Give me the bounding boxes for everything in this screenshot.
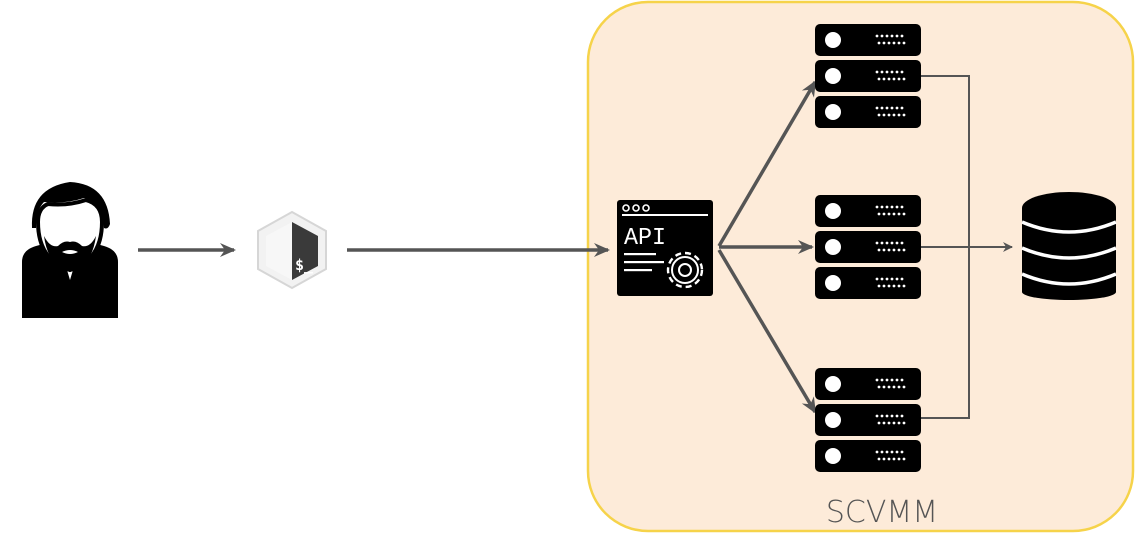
server-rack-icon-top [815, 24, 921, 128]
edges [138, 75, 1013, 419]
database-icon [1021, 192, 1117, 300]
server-rack-icon-bottom [815, 368, 921, 472]
edge-server-bottom-to-database [921, 247, 970, 419]
bash-shell-icon: $_ [257, 210, 327, 290]
edge-api-to-server-bottom [717, 249, 817, 414]
edge-api-to-server-top [717, 80, 817, 247]
shell-prompt-text: $_ [295, 256, 314, 274]
server-rack-icon-middle [815, 195, 921, 299]
api-label: API [624, 225, 666, 252]
scvmm-group-container [586, 0, 1135, 533]
scvmm-group-label: SCVMM [826, 495, 938, 530]
api-gear-icon: API [617, 200, 713, 296]
user-icon [22, 182, 118, 318]
edge-server-top-to-database [921, 75, 970, 247]
